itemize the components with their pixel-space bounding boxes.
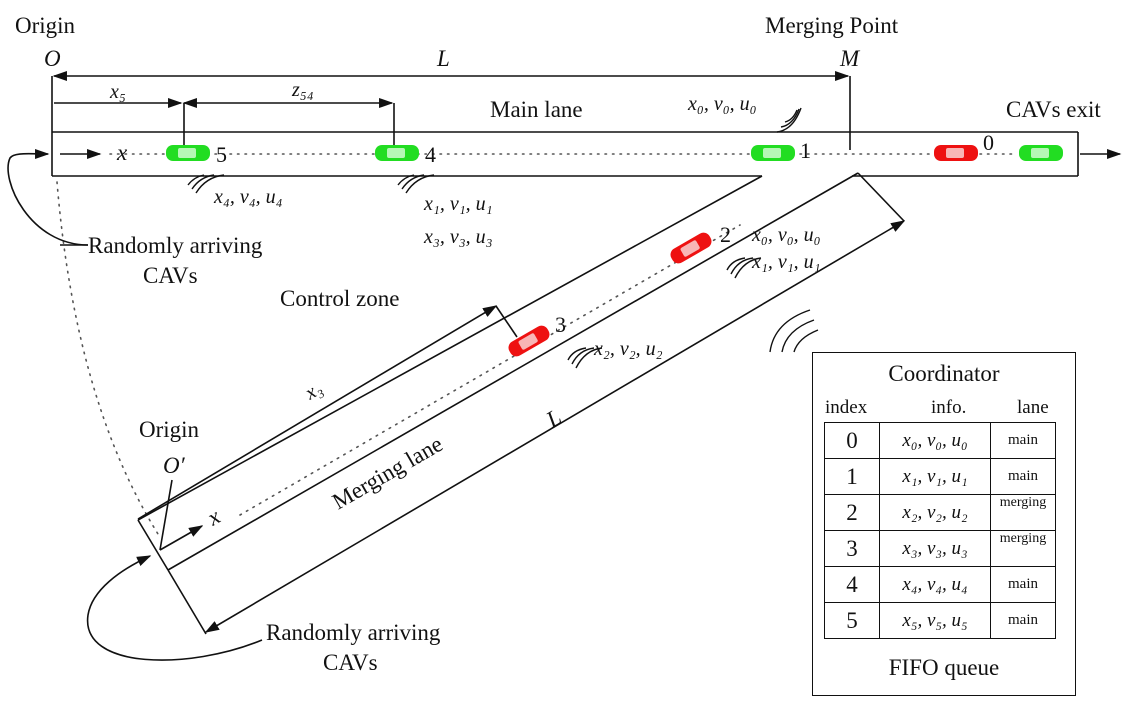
car-3 xyxy=(508,325,550,357)
main-length-label: L xyxy=(436,46,450,71)
row-index: 0 xyxy=(824,422,880,459)
main-lane-label: Main lane xyxy=(490,97,583,122)
coordinator-panel: Coordinator index info. lane 0 x₀, v₀, u… xyxy=(812,352,1076,696)
header-info: info. xyxy=(931,397,967,418)
origin-ramp-symbol: O′ xyxy=(163,453,186,478)
wireless-icon-coordinator xyxy=(769,309,819,353)
state-label-car0: x₀, v₀, u₀ xyxy=(687,93,757,115)
row-index: 5 xyxy=(824,602,880,639)
car-label-4: 4 xyxy=(425,142,436,167)
dimension-top xyxy=(51,70,851,150)
row-info: x₁, v₁, u₁ xyxy=(879,458,991,495)
main-lane xyxy=(51,131,1122,177)
row-lane: main xyxy=(990,602,1056,639)
table-row: 1 x₁, v₁, u₁ main xyxy=(824,458,1056,495)
row-index: 2 xyxy=(824,494,880,531)
car-exiting xyxy=(1019,145,1063,161)
random-arrival-label-ramp: Randomly arriving xyxy=(266,620,441,645)
row-lane: main xyxy=(990,422,1056,459)
cavs-exit-label: CAVs exit xyxy=(1006,97,1101,122)
origin-symbol: O xyxy=(44,46,61,71)
wireless-icon xyxy=(776,107,802,133)
row-info: x₀, v₀, u₀ xyxy=(879,422,991,459)
random-arrival-label-main-2: CAVs xyxy=(143,263,198,288)
table-row: 0 x₀, v₀, u₀ main xyxy=(824,422,1056,459)
car-2 xyxy=(670,232,712,264)
row-info: x₄, v₄, u₄ xyxy=(879,566,991,603)
row-info: x₅, v₅, u₅ xyxy=(879,602,991,639)
wireless-icon xyxy=(726,257,762,279)
main-x-axis-label: x xyxy=(116,140,128,165)
table-row: 3 x₃, v₃, u₃ merging xyxy=(824,530,1056,567)
row-index: 4 xyxy=(824,566,880,603)
fifo-table: 0 x₀, v₀, u₀ main 1 x₁, v₁, u₁ main 2 x₂… xyxy=(824,422,1056,639)
ramp-length-label: L xyxy=(541,404,565,433)
state-label-car1: x₁, v₁, u₁ xyxy=(423,193,493,215)
row-index: 1 xyxy=(824,458,880,495)
table-row: 4 x₄, v₄, u₄ main xyxy=(824,566,1056,603)
dimension-ramp-length xyxy=(167,172,906,635)
row-info: x₂, v₂, u₂ xyxy=(879,494,991,531)
header-index: index xyxy=(825,397,868,418)
table-row: 2 x₂, v₂, u₂ merging xyxy=(824,494,1056,531)
fifo-queue-label: FIFO queue xyxy=(888,655,1000,680)
car-label-1: 1 xyxy=(800,138,811,163)
header-lane: lane xyxy=(1017,397,1049,418)
car-5 xyxy=(166,145,210,161)
state-label-car4: x₄, v₄, u₄ xyxy=(213,186,283,208)
state-label-ramp-1: x₁, v₁, u₁ xyxy=(751,251,821,273)
origin-label: Origin xyxy=(15,13,76,38)
x5-label: x₅ xyxy=(109,81,126,103)
table-row: 5 x₅, v₅, u₅ main xyxy=(824,602,1056,639)
row-lane: merging xyxy=(990,530,1056,567)
row-lane: main xyxy=(990,458,1056,495)
row-lane: merging xyxy=(990,494,1056,531)
x3-dimension-label: x₃ xyxy=(301,377,327,404)
origin-ramp-label: Origin xyxy=(139,417,200,442)
row-index: 3 xyxy=(824,530,880,567)
wireless-icon xyxy=(567,347,603,369)
wireless-icon xyxy=(187,174,225,194)
ramp-x-axis-label: x xyxy=(202,503,225,531)
car-4 xyxy=(375,145,419,161)
car-0 xyxy=(934,145,978,161)
merging-point-symbol: M xyxy=(839,46,861,71)
dimension-x3 xyxy=(137,305,518,520)
z54-label: z₅₄ xyxy=(291,79,314,101)
control-zone-label: Control zone xyxy=(280,286,399,311)
coordinator-title: Coordinator xyxy=(888,361,1000,386)
row-lane: main xyxy=(990,566,1056,603)
row-info: x₃, v₃, u₃ xyxy=(879,530,991,567)
arrival-arrow-main xyxy=(7,148,89,246)
random-arrival-label-main: Randomly arriving xyxy=(88,233,263,258)
state-label-car3: x₃, v₃, u₃ xyxy=(423,226,493,248)
random-arrival-label-ramp-2: CAVs xyxy=(323,650,378,675)
car-label-0: 0 xyxy=(983,130,994,155)
wireless-icon xyxy=(397,174,435,194)
arrival-arrow-ramp xyxy=(87,555,263,661)
car-label-5: 5 xyxy=(216,142,227,167)
state-label-car2: x₂, v₂, u₂ xyxy=(593,338,663,360)
state-label-ramp-0: x₀, v₀, u₀ xyxy=(751,224,821,246)
car-1 xyxy=(751,145,795,161)
car-label-3: 3 xyxy=(555,312,566,337)
car-label-2: 2 xyxy=(720,222,731,247)
merging-point-label: Merging Point xyxy=(765,13,899,38)
